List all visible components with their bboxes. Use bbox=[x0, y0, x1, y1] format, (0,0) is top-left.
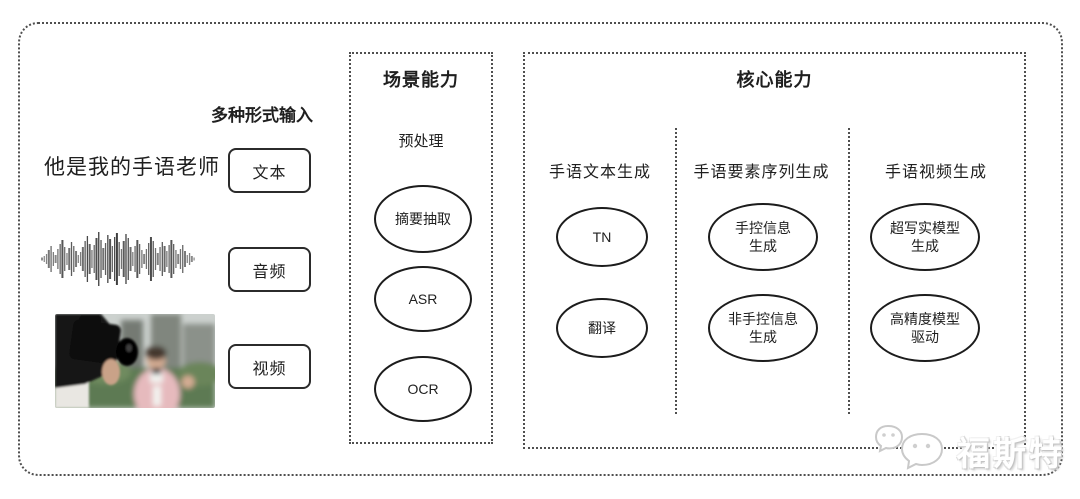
core-column-divider-1 bbox=[675, 128, 677, 414]
audio-waveform-icon bbox=[41, 232, 195, 286]
scene-node-asr: ASR bbox=[374, 266, 472, 332]
video-frame-image bbox=[55, 314, 215, 408]
preprocess-label: 预处理 bbox=[398, 133, 444, 150]
core-col-text-generation-header: 手语文本生成 bbox=[548, 164, 651, 181]
scene-node-ocr: OCR bbox=[374, 356, 472, 422]
input-type-audio-box: 音频 bbox=[228, 247, 311, 292]
core-col-element-sequence-header: 手语要素序列生成 bbox=[693, 164, 830, 181]
input-type-text-label: 文本 bbox=[252, 164, 287, 182]
core-capability-box: 核心能力 手语文本生成 手语要素序列生成 手语视频生成 TN 翻译 手控信息 生… bbox=[523, 52, 1026, 449]
diagram-outer-frame bbox=[18, 22, 1063, 476]
core-column-divider-2 bbox=[848, 128, 850, 414]
core-node-tn: TN bbox=[556, 207, 648, 267]
input-type-audio-label: 音频 bbox=[252, 263, 287, 281]
wechat-bubbles-icon bbox=[874, 424, 944, 470]
camera-filming-reporter-photo bbox=[55, 314, 215, 408]
input-type-video-label: 视频 bbox=[252, 360, 287, 378]
sample-sentence: 他是我的手语老师 bbox=[44, 156, 220, 179]
core-node-high-precision-model-drive: 高精度模型 驱动 bbox=[870, 294, 980, 362]
scene-box-title: 场景能力 bbox=[383, 70, 459, 90]
input-type-video-box: 视频 bbox=[228, 344, 311, 389]
watermark-text: 福斯特 bbox=[957, 435, 1065, 472]
core-node-manual-info-generation: 手控信息 生成 bbox=[708, 203, 818, 271]
input-type-text-box: 文本 bbox=[228, 148, 311, 193]
scene-capability-box: 场景能力 预处理 摘要抽取 ASR OCR bbox=[349, 52, 493, 444]
core-node-non-manual-info-generation: 非手控信息 生成 bbox=[708, 294, 818, 362]
core-node-hyperrealistic-model-generation: 超写实模型 生成 bbox=[870, 203, 980, 271]
core-node-translate: 翻译 bbox=[556, 298, 648, 358]
input-section-title: 多种形式输入 bbox=[211, 106, 313, 125]
core-col-video-generation-header: 手语视频生成 bbox=[884, 164, 987, 181]
scene-node-summary-extraction: 摘要抽取 bbox=[374, 185, 472, 253]
core-box-title: 核心能力 bbox=[736, 70, 813, 90]
